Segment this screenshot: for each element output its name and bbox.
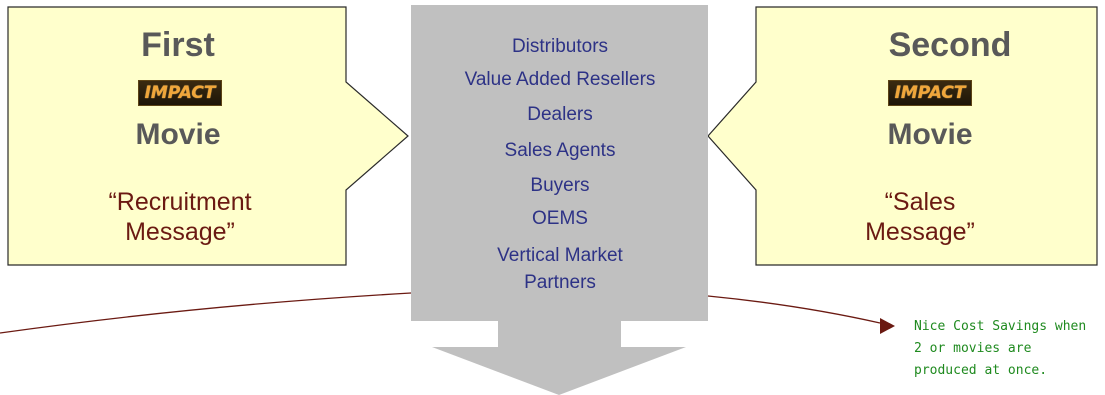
left-movie-box-shape: [7, 6, 409, 266]
channel-item-vertical-market: Vertical Market: [497, 245, 623, 266]
connector-line: [0, 292, 412, 334]
right-movie-box-shape: [707, 6, 1098, 266]
channel-box-shape: [411, 5, 708, 321]
channel-item-buyers: Buyers: [530, 175, 590, 196]
channel-item-distributors: Distributors: [511, 36, 609, 57]
channel-item-sales-agents: Sales Agents: [504, 140, 616, 161]
down-arrow: [432, 321, 686, 395]
channel-item-value-added-resellers: Value Added Resellers: [464, 69, 656, 90]
right-impact-logo-icon: IMPACT: [888, 80, 972, 106]
left-box-quote-line1: “Recruitment: [108, 188, 252, 216]
left-impact-logo-icon: IMPACT: [138, 80, 222, 106]
right-box-label: Movie: [887, 118, 973, 151]
right-box-quote-line1: “Sales: [884, 188, 956, 216]
channel-item-dealers: Dealers: [527, 104, 593, 125]
left-box-heading: First: [141, 26, 215, 64]
left-box-quote-line2: Message”: [125, 218, 235, 246]
connector-arrowhead: [880, 318, 895, 334]
channel-item-partners: Partners: [524, 272, 596, 293]
cost-savings-note: Nice Cost Savings when 2 or movies are p…: [914, 319, 1087, 378]
left-box-label: Movie: [135, 118, 221, 151]
right-box-heading: Second: [888, 26, 1012, 64]
connector-line-right: [707, 295, 881, 324]
channel-item-oems: OEMS: [532, 208, 588, 229]
right-box-quote-line2: Message”: [865, 218, 975, 246]
